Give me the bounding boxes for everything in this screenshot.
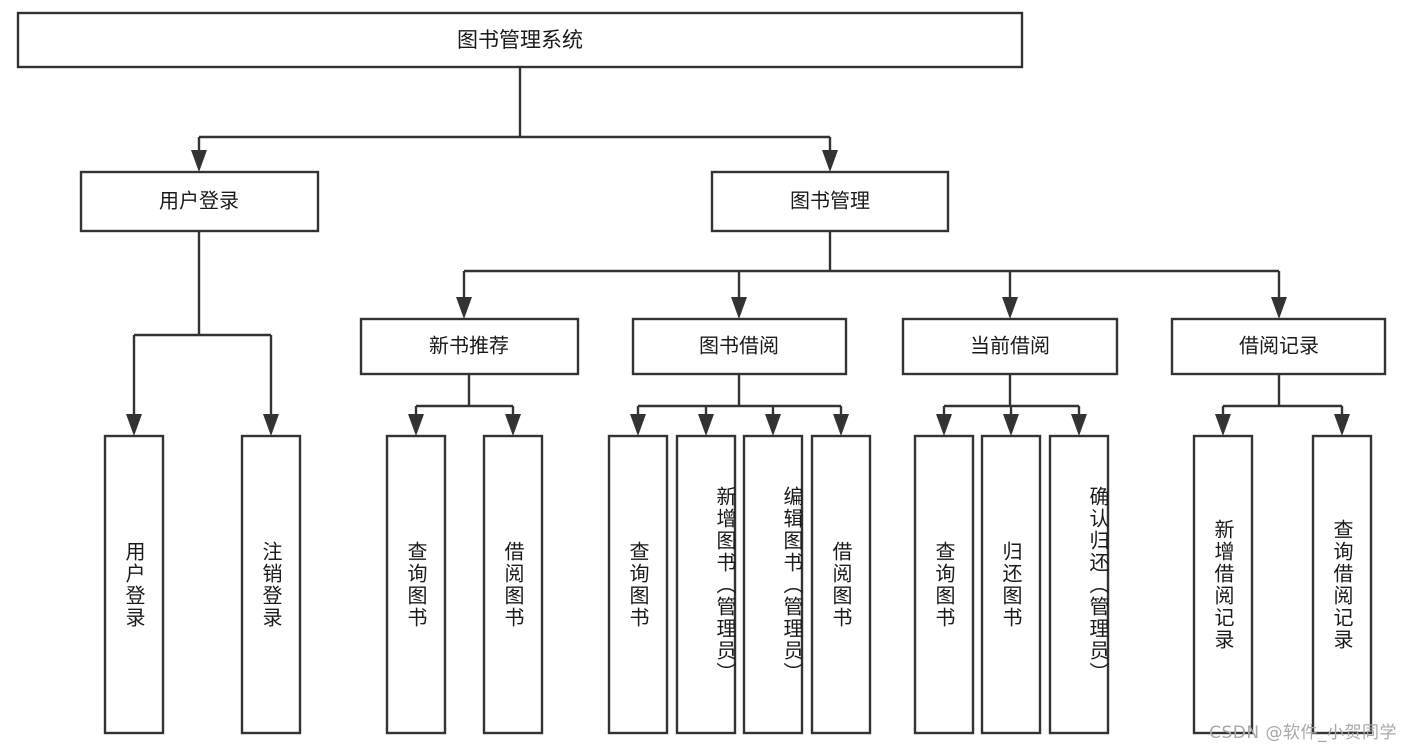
- leaf-box-borrow-record-1[interactable]: [1311, 434, 1373, 735]
- leaf-box-current-borrow-0[interactable]: [913, 434, 975, 735]
- node-new-book-recommend-box[interactable]: [359, 317, 580, 376]
- leaf-box-book-borrow-3[interactable]: [810, 434, 872, 735]
- leaf-box-new-book-1[interactable]: [482, 434, 544, 735]
- leaf-box-user-login-1[interactable]: [240, 434, 302, 735]
- leaf-box-user-login-0[interactable]: [103, 434, 165, 735]
- node-root[interactable]: 图书管理系统: [16, 11, 1024, 69]
- arrow-head-icon: [408, 414, 424, 436]
- arrow-head-icon: [822, 150, 838, 172]
- node-book-manage-box[interactable]: [710, 170, 950, 233]
- leaf-box-current-borrow-2[interactable]: [1048, 434, 1110, 735]
- arrow-head-icon: [765, 414, 781, 436]
- leaf-box-borrow-record-0[interactable]: [1192, 434, 1254, 735]
- arrow-head-icon: [1003, 414, 1019, 436]
- node-new-book-recommend[interactable]: 新书推荐: [359, 317, 580, 376]
- arrow-head-icon: [126, 414, 142, 436]
- arrow-head-icon: [1215, 414, 1231, 436]
- arrow-head-icon: [731, 297, 747, 319]
- node-root-box[interactable]: [16, 11, 1024, 69]
- node-current-borrow-label: 当前借阅: [970, 334, 1050, 358]
- csdn-watermark: CSDN @软件_小贺同学: [1209, 723, 1397, 743]
- leaf-box-book-borrow-1[interactable]: [675, 434, 737, 735]
- leaf-box-book-borrow-0[interactable]: [607, 434, 669, 735]
- leaf-box-current-borrow-1[interactable]: [980, 434, 1042, 735]
- node-user-login-box[interactable]: [79, 170, 320, 233]
- arrow-head-icon: [456, 297, 472, 319]
- arrow-head-icon: [1271, 297, 1287, 319]
- arrow-head-icon: [263, 414, 279, 436]
- arrow-head-icon: [833, 414, 849, 436]
- node-borrow-record[interactable]: 借阅记录: [1170, 317, 1387, 376]
- node-root-label: 图书管理系统: [457, 28, 583, 52]
- arrow-head-icon: [1334, 414, 1350, 436]
- node-book-manage[interactable]: 图书管理: [710, 170, 950, 233]
- node-book-borrow[interactable]: 图书借阅: [631, 317, 848, 376]
- node-user-login[interactable]: 用户登录: [79, 170, 320, 233]
- leaf-box-book-borrow-2[interactable]: [742, 434, 804, 735]
- arrow-head-icon: [630, 414, 646, 436]
- node-current-borrow-box[interactable]: [901, 317, 1119, 376]
- arrow-head-icon: [505, 414, 521, 436]
- node-borrow-record-label: 借阅记录: [1239, 334, 1319, 358]
- leaf-box-new-book-0[interactable]: [385, 434, 447, 735]
- arrow-head-icon: [1071, 414, 1087, 436]
- node-new-book-recommend-label: 新书推荐: [429, 334, 509, 358]
- node-book-borrow-box[interactable]: [631, 317, 848, 376]
- arrow-head-icon: [191, 150, 207, 172]
- arrow-head-icon: [698, 414, 714, 436]
- node-borrow-record-box[interactable]: [1170, 317, 1387, 376]
- edge-group: [126, 67, 1350, 436]
- node-current-borrow[interactable]: 当前借阅: [901, 317, 1119, 376]
- arrow-head-icon: [1002, 297, 1018, 319]
- node-book-manage-label: 图书管理: [790, 189, 870, 213]
- node-book-borrow-label: 图书借阅: [699, 334, 779, 358]
- node-user-login-label: 用户登录: [159, 189, 239, 213]
- arrow-head-icon: [936, 414, 952, 436]
